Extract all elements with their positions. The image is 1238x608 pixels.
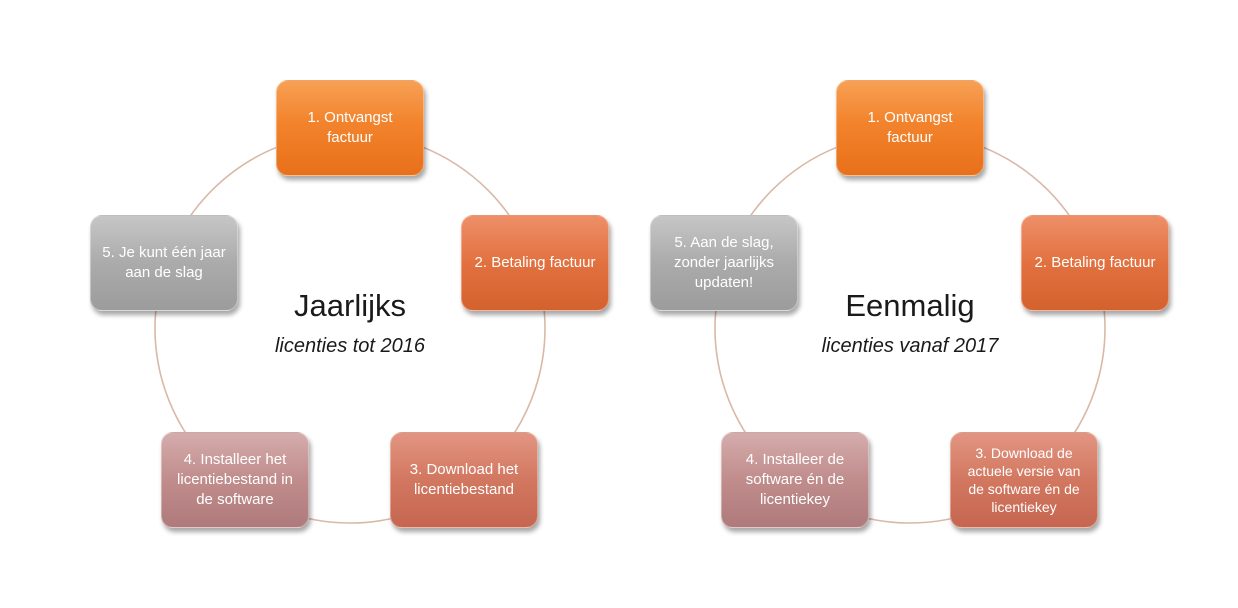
step-4-label: 4. Installeer de software én de licentie… — [745, 451, 845, 508]
diagram-subtitle: licenties tot 2016 — [274, 335, 426, 357]
diagram-title: Jaarlijks — [294, 288, 406, 323]
step-5-label: 5. Je kunt één jaar aan de slag — [102, 244, 226, 281]
step-5-box: 5. Aan de slag, zonder jaarlijks updaten… — [650, 215, 798, 311]
diagram-subtitle: licenties vanaf 2017 — [821, 335, 999, 357]
step-3-box: 3. Download de actuele versie van de sof… — [950, 432, 1098, 528]
cycle-diagram-eenmalig: 1. Ontvangst factuur 2. Betaling factuur… — [619, 0, 1238, 608]
step-2-box: 2. Betaling factuur — [461, 215, 609, 311]
step-2-box: 2. Betaling factuur — [1021, 215, 1169, 311]
step-2-label: 2. Betaling factuur — [1034, 254, 1156, 271]
step-5-box: 5. Je kunt één jaar aan de slag — [90, 215, 238, 311]
step-3-label: 3. Download het licentiebestand — [409, 461, 519, 498]
step-4-box: 4. Installeer het licentiebestand in de … — [161, 432, 309, 528]
step-1-label: 1. Ontvangst factuur — [867, 109, 953, 146]
step-3-box: 3. Download het licentiebestand — [390, 432, 538, 528]
step-4-label: 4. Installeer het licentiebestand in de … — [177, 451, 293, 508]
step-2-label: 2. Betaling factuur — [474, 254, 596, 271]
step-3-label: 3. Download de actuele versie van de sof… — [967, 445, 1081, 515]
diagram-title: Eenmalig — [845, 288, 975, 323]
step-1-box: 1. Ontvangst factuur — [836, 80, 984, 176]
cycle-diagram-jaarlijks: 1. Ontvangst factuur 2. Betaling factuur… — [90, 80, 609, 528]
step-1-box: 1. Ontvangst factuur — [276, 80, 424, 176]
step-4-box: 4. Installeer de software én de licentie… — [721, 432, 869, 528]
step-1-label: 1. Ontvangst factuur — [307, 109, 393, 146]
step-5-label: 5. Aan de slag, zonder jaarlijks updaten… — [673, 234, 775, 291]
